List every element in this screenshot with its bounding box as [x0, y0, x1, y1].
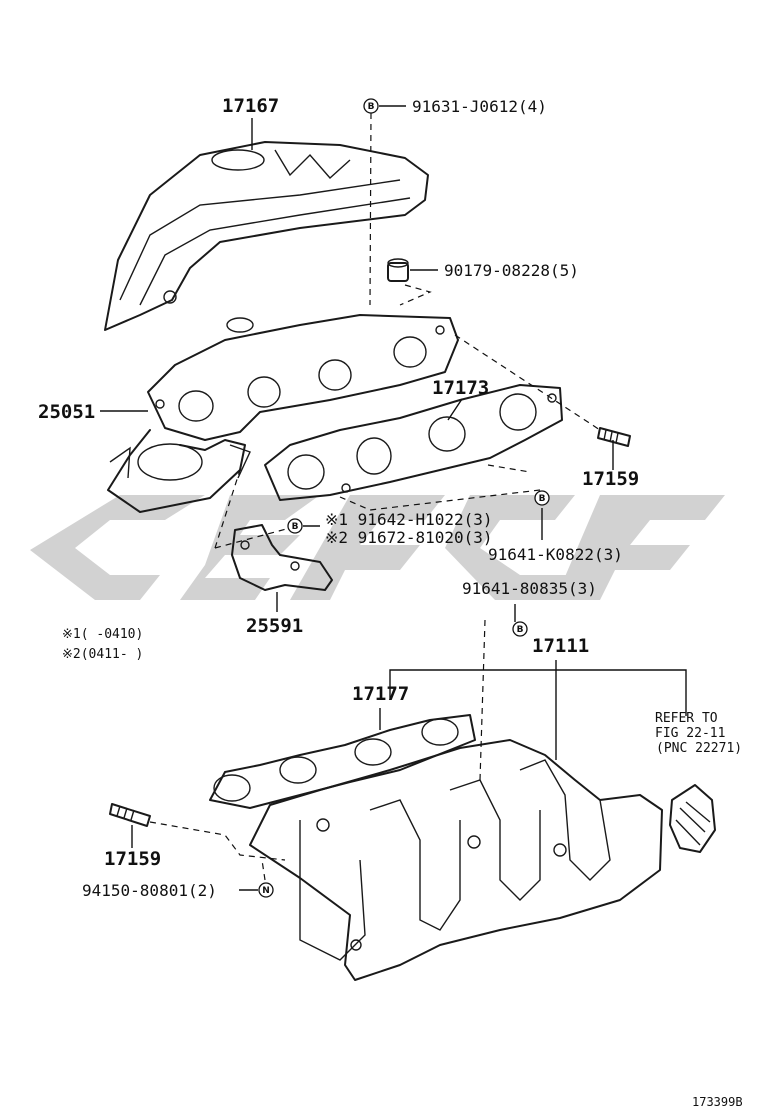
label-refer-line2: FIG 22-11: [655, 726, 725, 741]
label-heat-insulator: 17167: [222, 95, 279, 117]
label-bolt-b: 91631-J0612(4): [412, 97, 547, 116]
badge-b-icon: B: [512, 621, 528, 637]
label-stud-left: 17159: [104, 848, 161, 870]
svg-text:B: B: [368, 102, 375, 112]
heat-insulator-part: [104, 141, 429, 331]
label-nut: 90179-08228(5): [444, 261, 579, 280]
label-exhaust-manifold: 25051: [38, 401, 95, 423]
badge-b-icon: B: [363, 98, 379, 114]
label-bolt-right: 91641-K0822(3): [488, 545, 623, 564]
leader-lines: [100, 105, 687, 891]
badge-b-icon: B: [287, 518, 303, 534]
label-bolt-marked-1: ※1 91642-H1022(3): [325, 510, 493, 529]
label-bracket: 25591: [246, 615, 303, 637]
badge-b-icon: B: [534, 490, 550, 506]
throttle-gasket-part: [669, 784, 716, 853]
bracket-part: [231, 524, 333, 591]
exhaust-gasket-part: [264, 384, 563, 501]
nut-part: [387, 258, 409, 282]
label-exhaust-gasket: 17173: [432, 377, 489, 399]
label-refer-line3: (PNC 22271): [656, 741, 742, 756]
badge-n-icon: N: [258, 882, 274, 898]
svg-text:B: B: [517, 625, 524, 635]
label-bolt-upper: 91641-80835(3): [462, 579, 597, 598]
label-stud-right: 17159: [582, 468, 639, 490]
svg-text:B: B: [292, 522, 299, 532]
label-nut-n: 94150-80801(2): [82, 881, 217, 900]
stud-right-part: [597, 427, 631, 447]
svg-text:B: B: [539, 494, 546, 504]
label-note-1: ※1( -0410): [62, 627, 143, 642]
label-intake-manifold: 17111: [532, 635, 589, 657]
intake-manifold-part: [249, 739, 663, 981]
label-note-2: ※2(0411- ): [62, 647, 143, 662]
label-refer-line1: REFER TO: [655, 711, 718, 726]
label-bolt-marked-2: ※2 91672-81020(3): [325, 528, 493, 547]
intake-gasket-part: [209, 714, 476, 809]
svg-text:N: N: [262, 886, 270, 896]
exhaust-manifold-part: [107, 314, 459, 513]
figure-id: 173399B: [692, 1095, 743, 1109]
label-intake-gasket: 17177: [352, 683, 409, 705]
stud-left-part: [109, 803, 151, 827]
